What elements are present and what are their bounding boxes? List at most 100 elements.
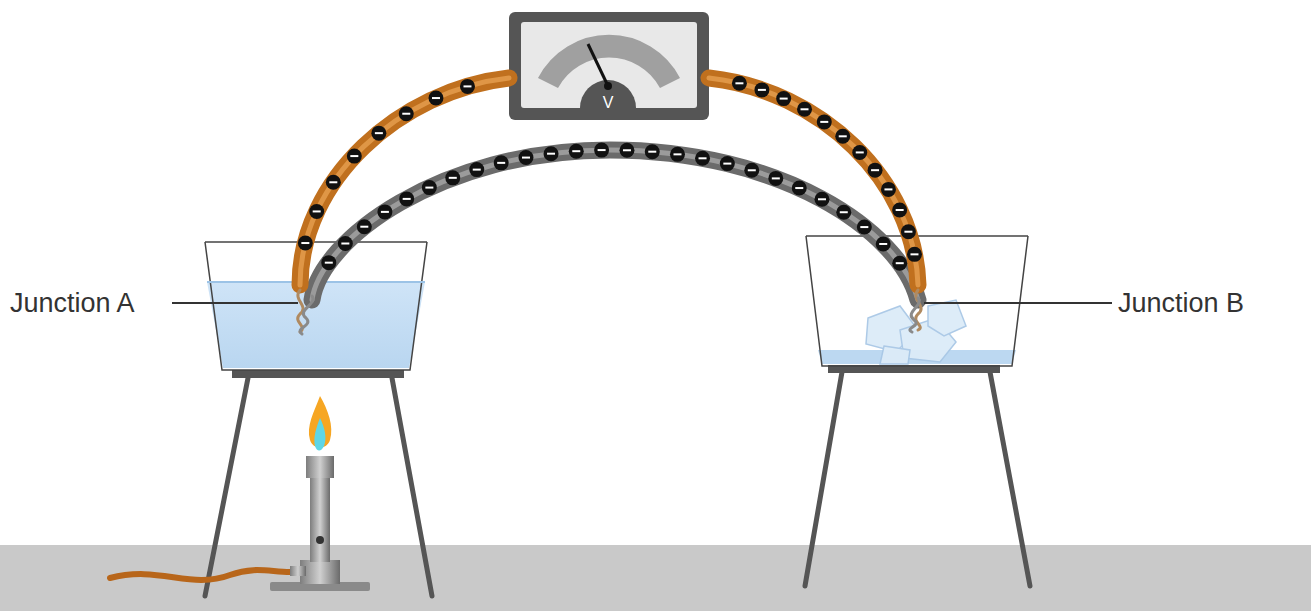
electron xyxy=(892,256,907,271)
minus-sign xyxy=(473,169,481,171)
electron xyxy=(371,126,386,141)
tripod-stand xyxy=(805,372,1030,586)
minus-sign xyxy=(341,243,349,245)
minus-sign xyxy=(699,157,707,159)
minus-sign xyxy=(648,151,656,153)
electron xyxy=(321,255,336,270)
minus-sign xyxy=(572,150,580,152)
electron xyxy=(357,219,372,234)
electron xyxy=(469,162,484,177)
electron xyxy=(309,204,324,219)
electron xyxy=(298,236,313,251)
metal-wire-b xyxy=(312,150,918,300)
electron xyxy=(695,151,710,166)
electron xyxy=(645,144,660,159)
electron xyxy=(544,146,559,161)
electron xyxy=(768,171,783,186)
minus-sign xyxy=(381,211,389,213)
minus-sign xyxy=(723,163,731,165)
minus-sign xyxy=(313,210,321,212)
minus-sign xyxy=(425,187,433,189)
minus-sign xyxy=(497,162,505,164)
electron xyxy=(901,224,916,239)
minus-sign xyxy=(879,243,887,245)
minus-sign xyxy=(403,198,411,200)
electron xyxy=(422,180,437,195)
minus-sign xyxy=(856,151,864,153)
minus-sign xyxy=(748,169,756,171)
minus-sign xyxy=(801,108,809,110)
voltmeter xyxy=(509,12,709,120)
minus-sign xyxy=(598,149,606,151)
electron xyxy=(445,170,460,185)
minus-sign xyxy=(780,98,788,100)
electron xyxy=(494,155,509,170)
minus-sign xyxy=(673,153,681,155)
voltmeter-symbol: V xyxy=(603,95,614,111)
electron xyxy=(399,191,414,206)
minus-sign xyxy=(904,231,912,233)
electron xyxy=(399,106,414,121)
junction-label: Junction B xyxy=(1118,290,1244,317)
copper-wire xyxy=(300,78,509,285)
electron xyxy=(569,144,584,159)
electron xyxy=(892,202,907,217)
electron xyxy=(326,175,341,190)
electron xyxy=(347,149,362,164)
minus-sign xyxy=(772,177,780,179)
electron xyxy=(754,82,769,97)
bunsen-burner xyxy=(110,396,370,591)
leader-line xyxy=(924,302,1112,304)
minus-sign xyxy=(896,262,904,264)
minus-sign xyxy=(884,188,892,190)
minus-sign xyxy=(735,82,743,84)
minus-sign xyxy=(896,209,904,211)
electron xyxy=(876,236,891,251)
minus-sign xyxy=(522,157,530,159)
electron xyxy=(852,145,867,160)
leader-line xyxy=(172,302,298,304)
minus-sign xyxy=(463,85,471,87)
electron xyxy=(619,143,634,158)
minus-sign xyxy=(360,226,368,228)
electron xyxy=(338,236,353,251)
minus-sign xyxy=(432,97,440,99)
minus-sign xyxy=(758,89,766,91)
electron xyxy=(907,247,922,262)
junction-twist xyxy=(298,290,921,334)
electron xyxy=(720,156,735,171)
electron xyxy=(817,114,832,129)
minus-sign xyxy=(840,211,848,213)
minus-sign xyxy=(910,253,918,255)
minus-sign xyxy=(860,226,868,228)
electron xyxy=(792,181,807,196)
junction-label: Junction A xyxy=(10,290,135,317)
minus-sign xyxy=(301,242,309,244)
electron xyxy=(377,204,392,219)
electron xyxy=(868,163,883,178)
electron xyxy=(518,150,533,165)
electron xyxy=(881,182,896,197)
minus-sign xyxy=(871,169,879,171)
electron xyxy=(797,102,812,117)
minus-sign xyxy=(839,135,847,137)
electron xyxy=(460,79,475,94)
minus-sign xyxy=(402,113,410,115)
minus-sign xyxy=(795,187,803,189)
minus-sign xyxy=(375,132,383,134)
minus-sign xyxy=(818,198,826,200)
electron xyxy=(776,91,791,106)
electron xyxy=(836,205,851,220)
electron xyxy=(594,143,609,158)
electron xyxy=(670,147,685,162)
electron xyxy=(835,129,850,144)
electron xyxy=(857,220,872,235)
floor xyxy=(0,545,1311,611)
electron xyxy=(814,192,829,207)
stand-plate xyxy=(232,370,404,378)
minus-sign xyxy=(325,262,333,264)
minus-sign xyxy=(623,149,631,151)
beaker-ice xyxy=(806,236,1028,366)
